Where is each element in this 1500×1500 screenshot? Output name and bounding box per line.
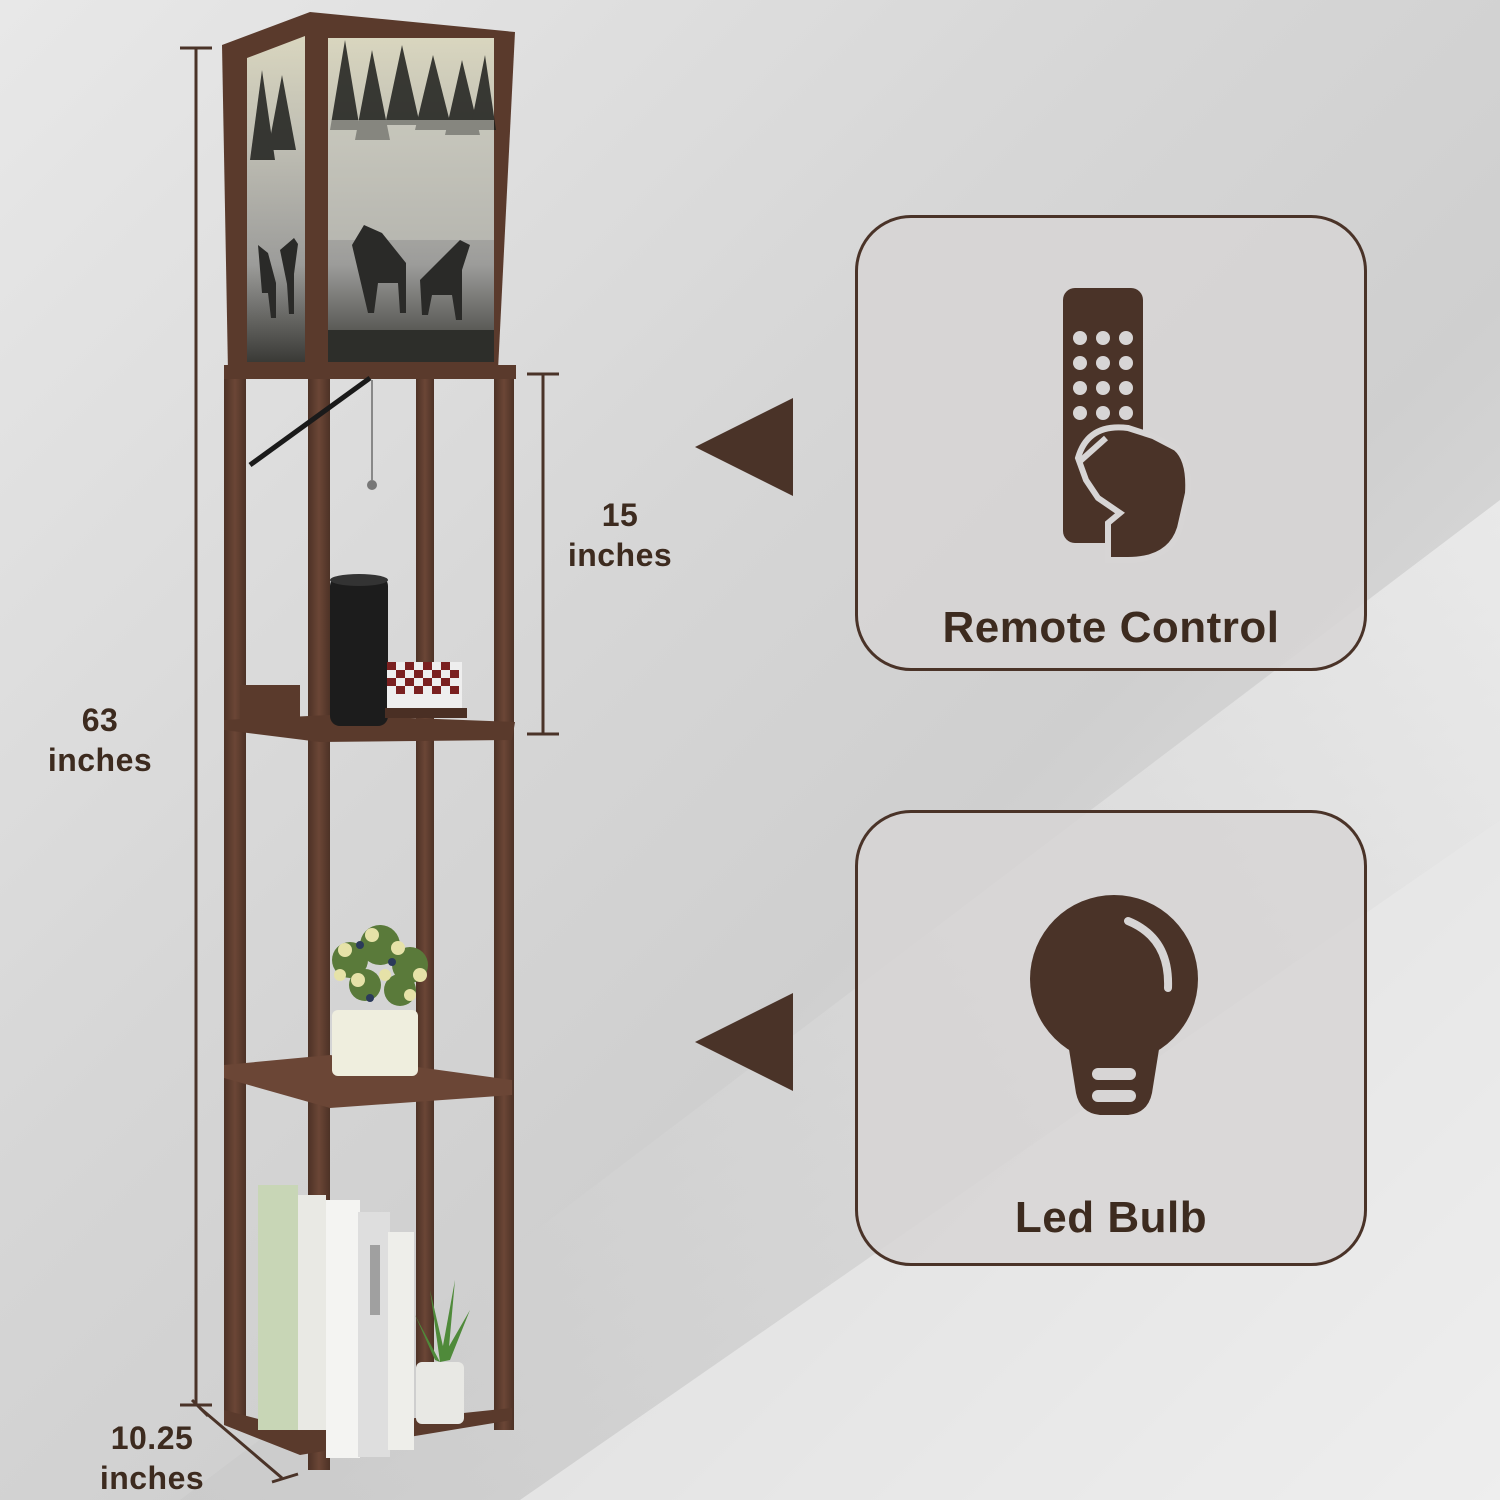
width-value: 10.25: [110, 1420, 194, 1456]
floor-lamp-shelf-image: [222, 12, 516, 1470]
led-bulb-icon: [1030, 895, 1198, 1115]
remote-control-label: Remote Control: [942, 603, 1280, 652]
shelf-gap-unit: inches: [567, 537, 673, 573]
width-unit: inches: [99, 1460, 205, 1496]
remote-pointer-arrow: [695, 398, 793, 496]
led-bulb-feature-card: Led Bulb: [855, 810, 1367, 1266]
shelf-gap-value: 15: [601, 497, 639, 533]
height-dimension-label: 63 inches: [20, 700, 180, 780]
height-value: 63: [81, 702, 119, 738]
shelf-gap-dimension-label: 15 inches: [540, 495, 700, 575]
height-unit: inches: [47, 742, 153, 778]
bulb-pointer-arrow: [695, 993, 793, 1091]
width-dimension-label: 10.25 inches: [72, 1418, 232, 1498]
remote-control-icon: [1063, 288, 1192, 563]
remote-control-feature-card: Remote Control: [855, 215, 1367, 671]
led-bulb-label: Led Bulb: [1014, 1193, 1208, 1242]
